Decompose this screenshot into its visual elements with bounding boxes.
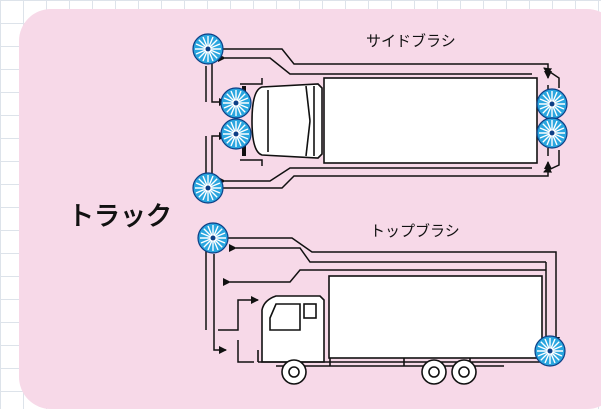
vehicle-title: トラック — [68, 202, 173, 232]
brush-icon — [536, 117, 568, 149]
top-brush-path — [205, 237, 560, 363]
brush-icon — [197, 222, 229, 254]
truck-top-view-icon — [242, 77, 538, 164]
top-brush-label: トップブラシ — [370, 222, 460, 240]
brush-icon — [536, 88, 568, 120]
brush-icon — [192, 33, 224, 65]
brush-icon — [220, 118, 252, 150]
side-brush-label: サイドブラシ — [366, 32, 456, 50]
truck-wash-diagram — [192, 33, 568, 385]
brush-icon — [192, 172, 224, 204]
truck-side-view-icon — [257, 275, 552, 385]
brush-icon — [220, 87, 252, 119]
brush-icon — [534, 335, 566, 367]
side-brush-paths — [205, 48, 560, 189]
